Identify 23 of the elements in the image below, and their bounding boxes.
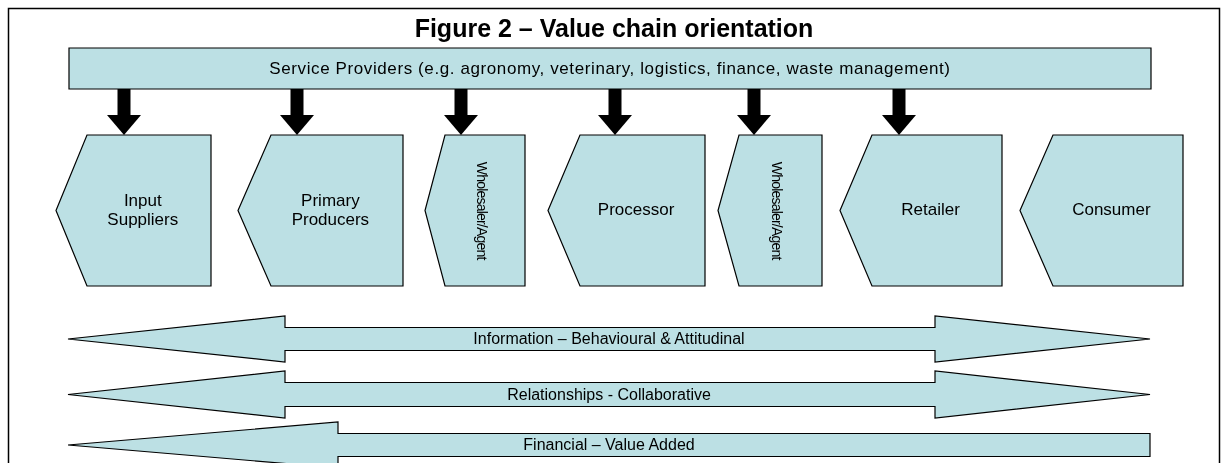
figure-title: Figure 2 – Value chain orientation <box>414 14 814 42</box>
node-label: Wholesaler/Agent <box>473 161 489 260</box>
node-label: Processor <box>597 201 675 220</box>
chevron-shape <box>238 135 403 286</box>
left-arrow-shape <box>68 422 1150 463</box>
chevron-shape <box>425 135 525 286</box>
node-label: Service Providers (e.g. agronomy, veterinary, logistics, finance, waste management) <box>269 58 951 79</box>
node-label: Consumer <box>1072 201 1151 220</box>
node-label: Primary Producers <box>290 191 371 230</box>
banner-box <box>69 48 1151 89</box>
node-label: Information – Behavioural & Attitudinal <box>473 330 745 348</box>
chevron-shape <box>840 135 1002 286</box>
chevron-shape <box>1020 135 1183 286</box>
node-label: Input Suppliers <box>106 191 180 230</box>
chevron-shape <box>548 135 705 286</box>
node-label: Retailer <box>901 201 960 220</box>
node-label: Relationships - Collaborative <box>507 385 711 404</box>
chevron-shape <box>718 135 822 286</box>
double-arrow-shape <box>68 316 1150 362</box>
chevron-shape <box>56 135 211 286</box>
node-label: Wholesaler/Agent <box>768 161 784 260</box>
node-label: Financial – Value Added <box>523 436 695 454</box>
double-arrow-shape <box>68 371 1150 418</box>
